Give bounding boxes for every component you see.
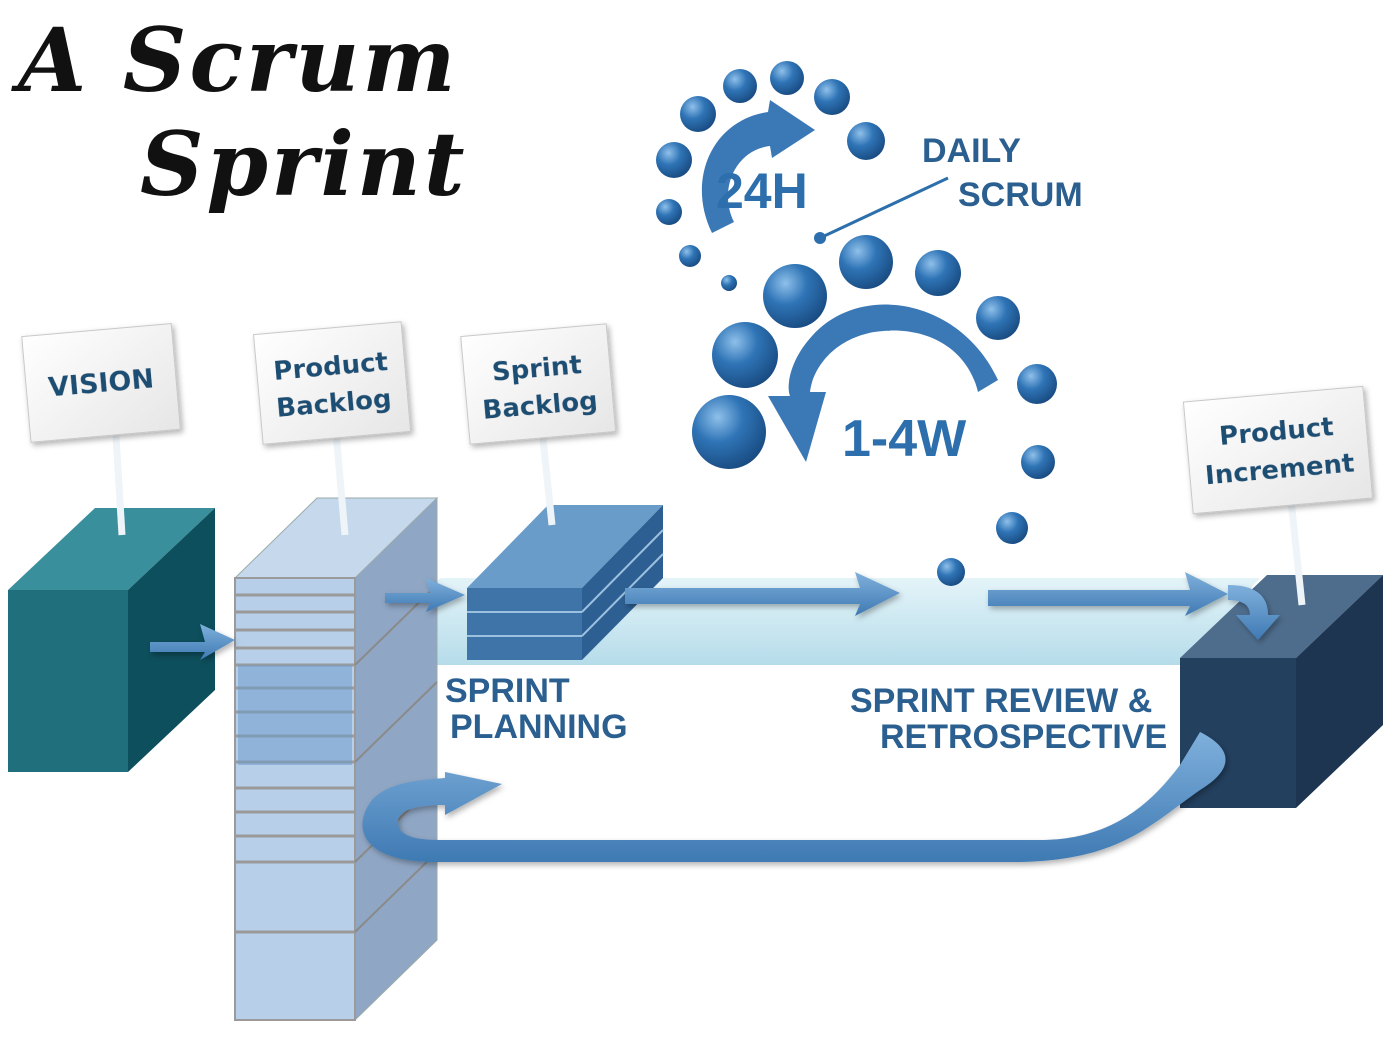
sprint-review-line2: RETROSPECTIVE (880, 718, 1167, 756)
sprint-cycle-label: 1-4W (842, 410, 967, 468)
daily-cycle-label: 24H (716, 163, 808, 219)
clock-hand (819, 176, 949, 240)
title-line-2: Sprint (140, 112, 468, 216)
sign-vision: VISION (21, 323, 181, 443)
svg-text:SPRINT: SPRINT (445, 672, 570, 710)
sprint-planning-line1: SPRINT (445, 672, 570, 710)
arrow-backlog-to-sprint-backlog (385, 578, 465, 612)
sign-product-increment: Product Increment (1182, 385, 1374, 515)
sign-sprint-backlog: Sprint Backlog (460, 323, 617, 445)
product-backlog-stack (233, 496, 439, 1022)
arrow-into-increment (1228, 585, 1280, 640)
daily-scrum-line1: DAILY (922, 132, 1021, 170)
svg-text:RETROSPECTIVE: RETROSPECTIVE (880, 718, 1167, 756)
svg-text:DAILY: DAILY (922, 132, 1021, 170)
daily-cycle-arrow (701, 100, 815, 233)
svg-text:SCRUM: SCRUM (958, 176, 1083, 214)
sprint-planning-line2: PLANNING (450, 708, 628, 746)
daily-scrum-line2: SCRUM (958, 176, 1083, 214)
clock-hand-pivot (814, 232, 826, 244)
product-increment-box (1180, 575, 1383, 808)
arrow-vision-to-backlog (150, 624, 235, 660)
sign-product-backlog: Product Backlog (253, 321, 412, 445)
sprint-backlog-box (467, 505, 664, 660)
vision-box (8, 508, 215, 772)
sprint-cycle-dots (692, 235, 1057, 586)
daily-cycle-dots (656, 61, 885, 291)
feedback-arrow (362, 732, 1226, 862)
arrow-work-to-increment (988, 572, 1228, 616)
sign-posts (111, 409, 1306, 606)
flow-arrows (150, 572, 1280, 660)
svg-text:SPRINT REVIEW &: SPRINT REVIEW & (850, 682, 1152, 720)
sprint-review-line1: SPRINT REVIEW & (850, 682, 1152, 720)
arrow-sprint-backlog-to-work (625, 572, 900, 616)
sprint-cycle-arrow (768, 304, 998, 462)
title-line-1: A Scrum (18, 8, 459, 112)
svg-text:PLANNING: PLANNING (450, 708, 628, 746)
